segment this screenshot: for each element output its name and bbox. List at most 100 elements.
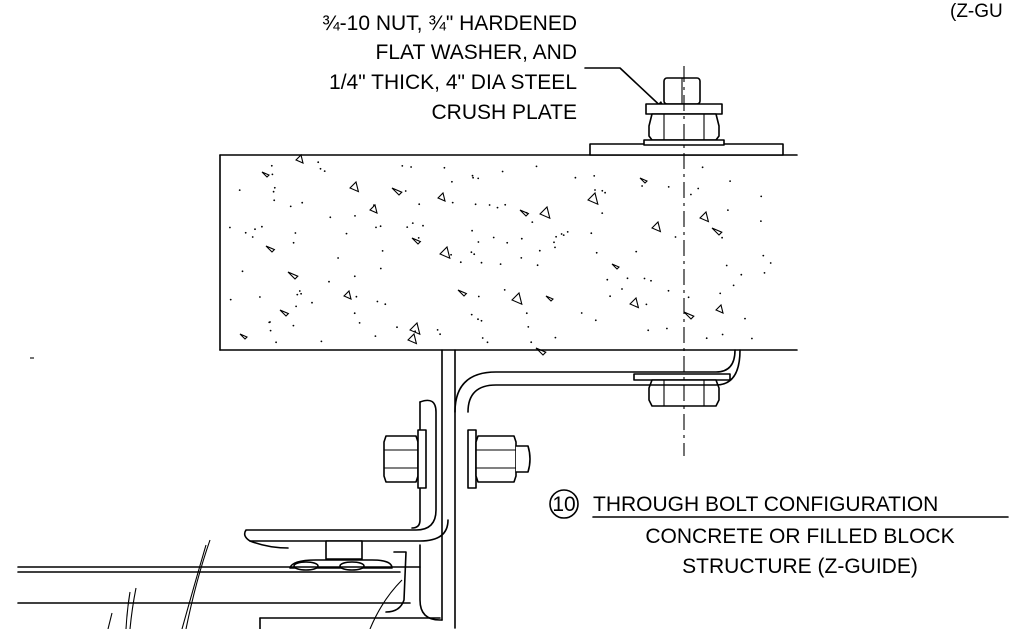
aggregate-dot xyxy=(450,253,452,256)
aggregate-dot xyxy=(621,288,623,290)
aggregate-dot xyxy=(705,337,708,340)
aggregate-dot xyxy=(566,231,569,233)
aggregate-dot xyxy=(520,237,523,240)
aggregate-dot xyxy=(472,176,474,179)
aggregate-dot xyxy=(727,209,729,212)
aggregate-dot xyxy=(594,319,597,322)
aggregate-dot xyxy=(760,195,763,198)
aggregate-triangle xyxy=(287,271,299,280)
aggregate-dot xyxy=(609,295,611,298)
aggregate-dot xyxy=(477,177,480,180)
aggregate-dot xyxy=(732,284,735,287)
aggregate-dot xyxy=(477,318,479,321)
aggregate-dot xyxy=(229,226,231,229)
aggregate-dot xyxy=(701,166,704,169)
callout-line-2: FLAT WASHER, AND xyxy=(376,41,577,64)
aggregate-dot xyxy=(473,253,476,256)
aggregate-dot xyxy=(667,186,670,188)
aggregate-dot xyxy=(418,203,421,206)
aggregate-dot xyxy=(506,241,509,244)
aggregate-dot xyxy=(292,241,295,244)
aggregate-triangle xyxy=(391,187,403,196)
aggregate-dot xyxy=(520,257,523,259)
aggregate-triangle xyxy=(545,295,554,302)
lower-clip-bolt xyxy=(289,540,393,571)
aggregate-dot xyxy=(697,187,700,190)
cropped-corner-label: (Z-GU xyxy=(950,1,1003,22)
aggregate-dot xyxy=(481,337,484,339)
aggregate-dot xyxy=(414,330,417,333)
aggregate-triangle xyxy=(437,191,446,202)
callout-line-3: 1/4" THICK, 4" DIA STEEL xyxy=(329,71,577,94)
aggregate-dot xyxy=(317,161,320,164)
aggregate-dot xyxy=(229,298,232,301)
aggregate-dot xyxy=(553,241,555,244)
aggregate-dot xyxy=(355,295,358,298)
aggregate-dot xyxy=(417,237,420,239)
aggregate-dot xyxy=(527,326,530,328)
aggregate-dot xyxy=(674,236,677,238)
aggregate-dot xyxy=(499,263,502,265)
aggregate-triangle xyxy=(587,191,599,206)
aggregate-dot xyxy=(477,241,480,243)
aggregate-dot xyxy=(273,186,276,189)
aggregate-dot xyxy=(396,326,398,329)
aggregate-dot xyxy=(300,292,302,295)
aggregate-dot xyxy=(725,264,728,267)
aggregate-dot xyxy=(451,180,453,183)
aggregate-dot xyxy=(530,341,533,344)
aggregate-dot xyxy=(411,222,414,225)
aggregate-dot xyxy=(353,312,356,315)
aggregate-dot xyxy=(275,341,277,344)
aggregate-triangle xyxy=(279,309,290,317)
aggregate-dot xyxy=(410,166,412,168)
aggregate-dot xyxy=(292,324,295,327)
aggregate-dot xyxy=(690,193,692,196)
aggregate-triangle xyxy=(511,291,523,306)
detail-title-line-2: CONCRETE OR FILLED BLOCK xyxy=(645,525,954,548)
aggregate-dot xyxy=(647,329,650,332)
aggregate-dot xyxy=(536,264,539,267)
aggregate-triangle xyxy=(535,347,547,356)
aggregate-dot xyxy=(488,204,491,206)
aggregate-dot xyxy=(729,180,731,183)
aggregate-dot xyxy=(422,224,424,227)
aggregate-dot xyxy=(259,296,261,298)
aggregate-dot xyxy=(436,329,439,331)
aggregate-dot xyxy=(477,295,480,298)
aggregate-triangle xyxy=(349,180,360,193)
aggregate-dot xyxy=(687,296,690,299)
aggregate-dot xyxy=(643,277,646,280)
aggregate-dot xyxy=(501,170,504,173)
aggregate-dot xyxy=(354,215,356,217)
aggregate-dot xyxy=(496,206,499,209)
detail-number: 10 xyxy=(552,493,575,516)
aggregate-dot xyxy=(486,341,489,344)
concrete-slab xyxy=(219,153,798,356)
detail-number-circle xyxy=(549,489,579,519)
aggregate-dot xyxy=(272,190,275,193)
aggregate-dot xyxy=(666,327,668,330)
aggregate-dot xyxy=(554,336,557,339)
aggregate-dot xyxy=(329,216,332,219)
aggregate-dot xyxy=(273,199,276,202)
aggregate-dot xyxy=(337,257,339,259)
aggregate-dot xyxy=(574,176,577,179)
aggregate-dot xyxy=(238,189,241,192)
aggregate-dot xyxy=(626,277,629,280)
aggregate-triangle xyxy=(683,311,695,320)
z-guide-bracket xyxy=(441,349,741,629)
aggregate-triangle xyxy=(409,321,421,336)
aggregate-dot xyxy=(606,278,609,281)
aggregate-dot xyxy=(721,333,724,336)
aggregate-triangle xyxy=(651,220,662,233)
aggregate-dot xyxy=(645,303,648,306)
aggregate-dot xyxy=(538,249,541,252)
aggregate-dot xyxy=(504,203,507,206)
aggregate-dot xyxy=(451,201,454,204)
aggregate-dot xyxy=(595,251,598,254)
aggregate-dot xyxy=(319,167,322,170)
aggregate-dot xyxy=(593,175,596,177)
aggregate-dot xyxy=(525,312,528,315)
